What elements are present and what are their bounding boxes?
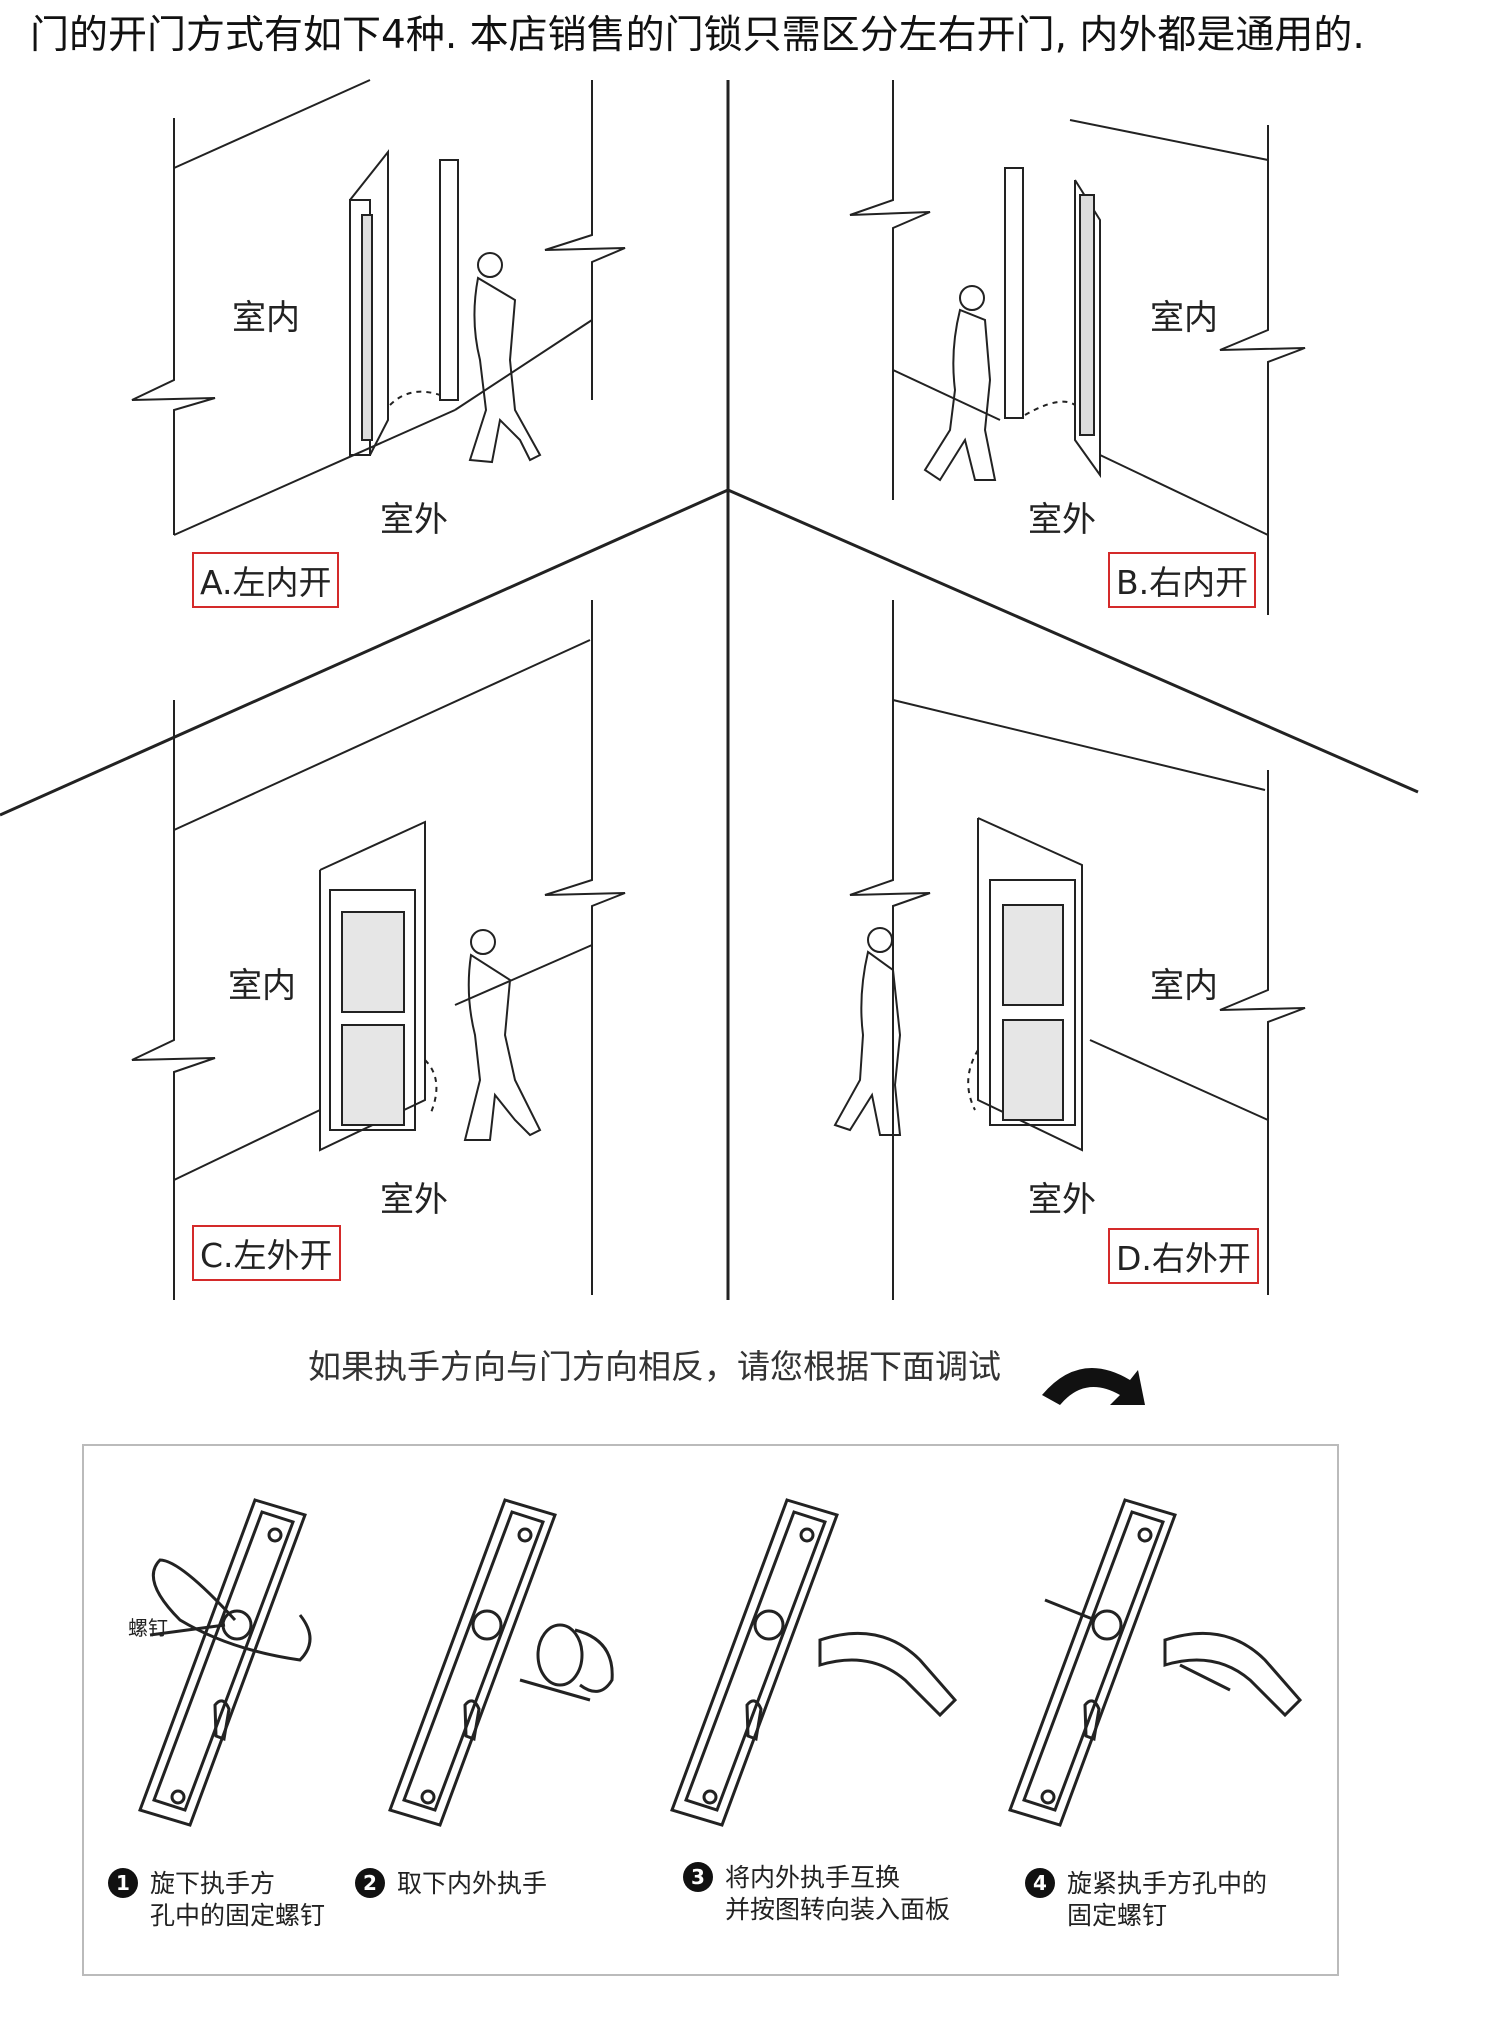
quadrant-b-indoor-label: 室内 <box>1150 298 1218 338</box>
curved-arrow-icon <box>1042 1368 1145 1405</box>
quadrant-d-indoor-label: 室内 <box>1150 966 1218 1006</box>
adjust-subtitle: 如果执手方向与门方向相反，请您根据下面调试 <box>308 1347 1001 1386</box>
quadrant-a-tag: A.左内开 <box>192 552 340 608</box>
step-number-badge: 2 <box>355 1868 385 1898</box>
step-text: 旋紧执手方孔中的固定螺钉 <box>1067 1869 1268 1930</box>
quadrant-c-tag: C.左外开 <box>192 1225 341 1281</box>
quadrant-c-indoor-label: 室内 <box>228 966 296 1006</box>
quadrant-a-indoor-label: 室内 <box>232 298 300 338</box>
step-number-badge: 4 <box>1025 1868 1055 1898</box>
step-text: 取下内外执手 <box>397 1869 548 1898</box>
step-number-badge: 1 <box>108 1868 138 1898</box>
quadrant-c-outdoor-label: 室外 <box>380 1180 448 1220</box>
quadrant-d-outdoor-label: 室外 <box>1028 1180 1096 1220</box>
step-text: 将内外执手互换并按图转向装入面板 <box>725 1863 951 1924</box>
quadrant-b-outdoor-label: 室外 <box>1028 500 1096 540</box>
quadrant-d-tag: D.右外开 <box>1108 1228 1259 1284</box>
step-number-badge: 3 <box>683 1862 713 1892</box>
step-text: 旋下执手方孔中的固定螺钉 <box>150 1869 326 1930</box>
page-title: 门的开门方式有如下4种. 本店销售的门锁只需区分左右开门, 内外都是通用的. <box>30 13 1365 58</box>
quadrant-b-tag: B.右内开 <box>1108 552 1257 608</box>
quadrant-a-outdoor-label: 室外 <box>380 500 448 540</box>
screw-label: 螺钉 <box>128 1616 168 1640</box>
